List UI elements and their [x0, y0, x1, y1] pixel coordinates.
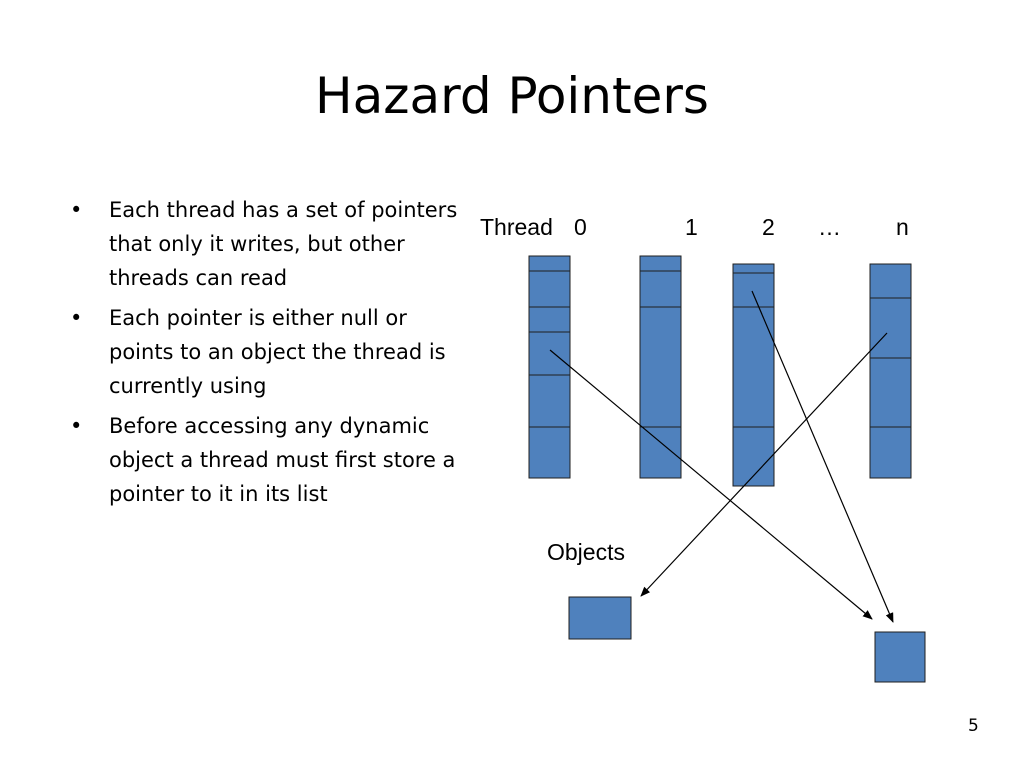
page-number: 5 [968, 716, 979, 736]
objects-label: Objects [547, 539, 625, 565]
thread-index-0: 0 [574, 214, 587, 240]
bullet-item: • Each pointer is either null or points … [70, 301, 470, 403]
bullet-list: • Each thread has a set of pointers that… [70, 193, 470, 517]
thread-index-n: n [896, 214, 909, 240]
bullet-marker: • [70, 414, 83, 438]
object-box-left [568, 596, 632, 640]
bullet-item: • Each thread has a set of pointers that… [70, 193, 470, 295]
thread-2-pointer-list [732, 263, 775, 487]
bullet-text: Each pointer is either null or points to… [109, 306, 446, 398]
thread-index-ellipsis: … [818, 214, 841, 240]
thread-1-pointer-list [639, 255, 682, 479]
pointer-arrow-thread2 [751, 290, 894, 623]
bullet-marker: • [70, 306, 83, 330]
pointer-arrow-thread0 [549, 349, 873, 620]
bullet-text: Each thread has a set of pointers that o… [109, 198, 458, 290]
bullet-text: Before accessing any dynamic object a th… [109, 414, 456, 506]
slide-title: Hazard Pointers [315, 67, 709, 125]
thread-index-1: 1 [685, 214, 698, 240]
thread-index-2: 2 [762, 214, 775, 240]
pointer-arrow-threadn [640, 332, 888, 597]
object-box-right [874, 631, 926, 683]
thread-0-pointer-list [528, 255, 571, 479]
bullet-marker: • [70, 198, 83, 222]
thread-n-pointer-list [869, 263, 912, 479]
bullet-item: • Before accessing any dynamic object a … [70, 409, 470, 511]
thread-label: Thread [480, 214, 553, 240]
